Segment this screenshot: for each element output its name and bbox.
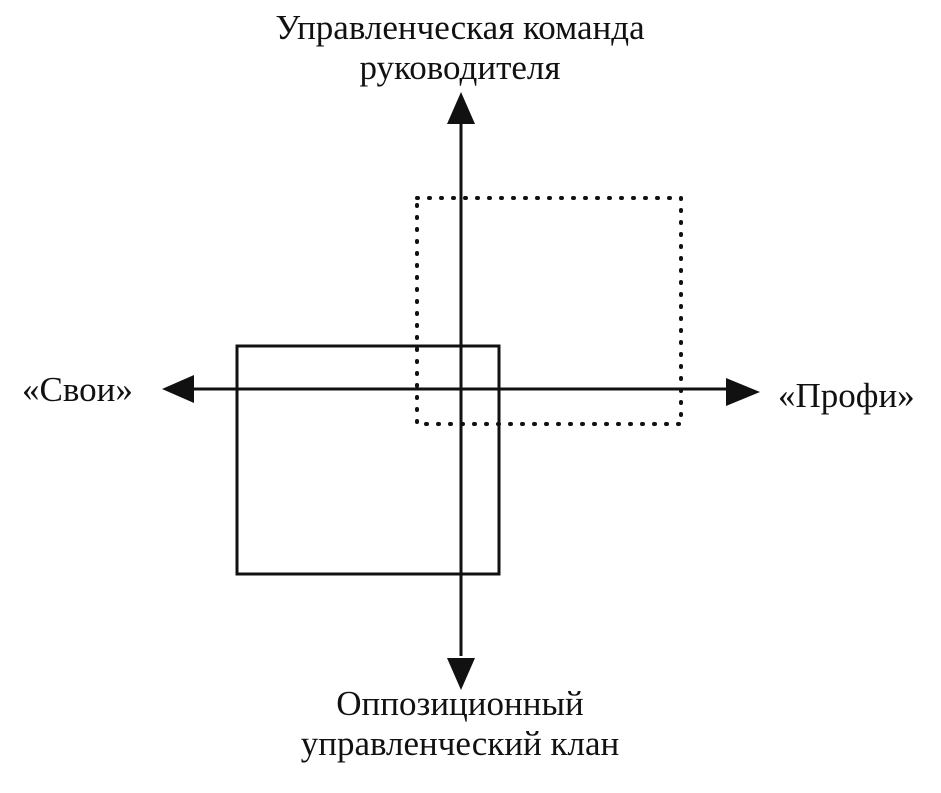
top-axis-label: Управленческая команда руководителя [200,8,720,88]
arrow-down-icon [447,658,475,690]
dotted-rectangle [415,196,683,426]
bottom-axis-label-line1: Оппозиционный [336,684,584,723]
bottom-axis-label: Оппозиционный управленческий клан [220,684,700,764]
arrow-left-icon [162,375,194,403]
arrow-right-icon [726,378,760,406]
right-axis-label: «Профи» [778,376,915,415]
left-axis-label: «Свои» [22,370,133,409]
bottom-axis-label-line2: управленческий клан [300,724,620,763]
top-axis-label-line2: руководителя [359,48,561,87]
top-axis-label-line1: Управленческая команда [275,8,645,47]
solid-rectangle [235,344,501,576]
arrow-up-icon [447,92,475,124]
